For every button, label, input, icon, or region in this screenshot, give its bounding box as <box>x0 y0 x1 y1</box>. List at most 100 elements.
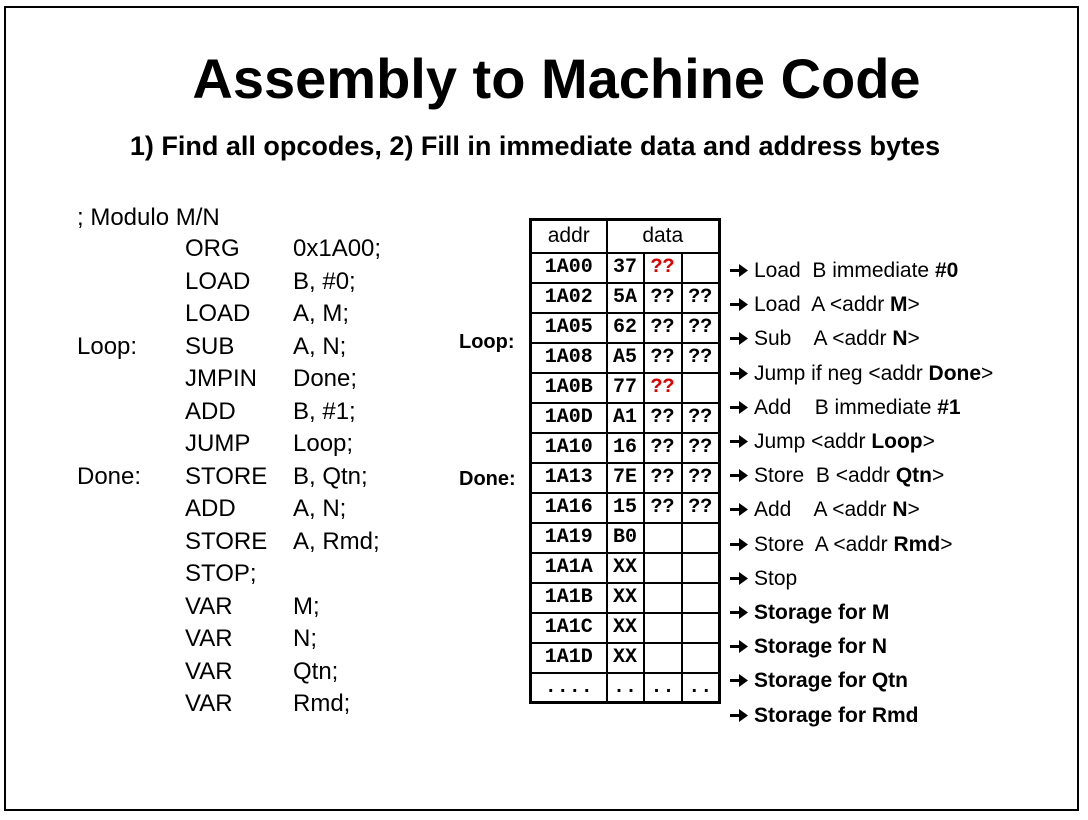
code-opcode: STORE <box>185 527 268 555</box>
instruction-note: Jump <addr Loop> <box>728 425 993 459</box>
arrow-right-icon <box>730 640 748 654</box>
data-byte-1: XX <box>605 551 645 584</box>
code-opcode: JMPIN <box>185 365 257 392</box>
addr-cell: 1A1D <box>529 641 608 674</box>
data-byte-2 <box>642 641 683 674</box>
loop-side-label: Loop: <box>459 331 515 353</box>
code-operand: 0x1A00; <box>293 235 382 262</box>
code-operand: A, N; <box>293 495 347 522</box>
memory-table-header: addr data <box>529 218 721 254</box>
memory-row: .......... <box>529 671 721 704</box>
addr-header: addr <box>529 218 608 254</box>
data-byte-3 <box>680 551 721 584</box>
code-operand: M; <box>293 592 320 620</box>
note-emphasis: N <box>892 327 908 351</box>
note-text: Jump <addr <box>754 430 872 454</box>
code-operand: Qtn; <box>293 657 339 685</box>
addr-cell: 1A16 <box>529 491 608 524</box>
code-operand: B, #0; <box>293 267 356 295</box>
data-byte-1: XX <box>605 641 645 674</box>
data-byte-3 <box>680 611 721 644</box>
note-emphasis: Loop <box>871 430 923 454</box>
data-byte-1: 62 <box>605 311 645 344</box>
addr-cell: 1A0D <box>529 401 608 434</box>
data-byte-3 <box>680 251 721 284</box>
note-text: Store B <addr <box>754 464 896 488</box>
code-opcode: JUMP <box>185 430 251 457</box>
note-text-end: > <box>922 430 935 454</box>
instruction-note: Store A <addr Rmd> <box>728 528 993 562</box>
data-byte-2: ?? <box>642 401 683 434</box>
instruction-note: Storage for Qtn <box>728 664 993 698</box>
arrow-right-icon <box>730 264 748 278</box>
addr-cell: 1A19 <box>529 521 608 554</box>
code-operand: N; <box>293 625 317 652</box>
arrow-right-icon <box>730 571 748 585</box>
slide-frame <box>4 6 1079 811</box>
data-byte-2 <box>642 521 683 554</box>
addr-cell: 1A10 <box>529 431 608 464</box>
data-byte-3: ?? <box>680 281 721 314</box>
note-emphasis: Done <box>928 361 982 385</box>
addr-cell: 1A1B <box>529 581 608 614</box>
code-opcode: LOAD <box>185 300 251 327</box>
data-byte-2: ?? <box>642 341 683 374</box>
addr-cell: 1A00 <box>529 251 608 284</box>
data-byte-3 <box>680 581 721 614</box>
code-operand: B, Qtn; <box>293 462 368 490</box>
code-opcode: STORE <box>185 462 268 490</box>
arrow-right-icon <box>730 332 748 346</box>
note-emphasis: Storage for N <box>754 635 888 659</box>
note-text-end: > <box>932 464 945 488</box>
arrow-right-icon <box>730 537 748 551</box>
instruction-note: Load A <addr M> <box>728 288 993 322</box>
code-comment: ; Modulo M/N <box>77 204 220 231</box>
data-byte-2 <box>642 611 683 644</box>
code-opcode: SUB <box>185 332 235 360</box>
data-byte-2 <box>642 581 683 614</box>
code-opcode: VAR <box>185 625 233 652</box>
data-byte-1: .. <box>605 671 645 704</box>
note-text-end: > <box>907 327 920 351</box>
code-opcode: VAR <box>185 690 233 717</box>
arrow-right-icon <box>730 469 748 483</box>
note-emphasis: M <box>890 293 908 317</box>
note-text: Store A <addr <box>754 532 894 556</box>
instruction-note: Sub A <addr N> <box>728 322 993 356</box>
data-byte-1: XX <box>605 581 645 614</box>
note-emphasis: Storage for Qtn <box>754 669 909 693</box>
arrow-right-icon <box>730 400 748 414</box>
instruction-note: Storage for Rmd <box>728 698 993 732</box>
note-text: Load B immediate <box>754 259 935 283</box>
slide-subtitle: 1) Find all opcodes, 2) Fill in immediat… <box>129 131 941 161</box>
data-byte-3 <box>680 641 721 674</box>
addr-cell: 1A05 <box>529 311 608 344</box>
addr-cell: 1A1C <box>529 611 608 644</box>
code-label: Done: <box>77 462 142 490</box>
data-byte-1: XX <box>605 611 645 644</box>
instruction-note: Add B immediate #1 <box>728 391 993 425</box>
code-opcode: STOP; <box>185 560 257 587</box>
code-operand: Done; <box>293 365 358 392</box>
data-byte-3: .. <box>680 671 721 704</box>
data-byte-1: 37 <box>605 251 645 284</box>
data-byte-3: ?? <box>680 431 721 464</box>
instruction-note: Stop <box>728 562 993 596</box>
data-byte-2: ?? <box>642 281 683 314</box>
arrow-right-icon <box>730 605 748 619</box>
data-byte-2: .. <box>642 671 683 704</box>
slide-title: Assembly to Machine Code <box>192 47 921 110</box>
code-opcode: LOAD <box>185 267 251 295</box>
code-operand: Rmd; <box>293 690 351 717</box>
